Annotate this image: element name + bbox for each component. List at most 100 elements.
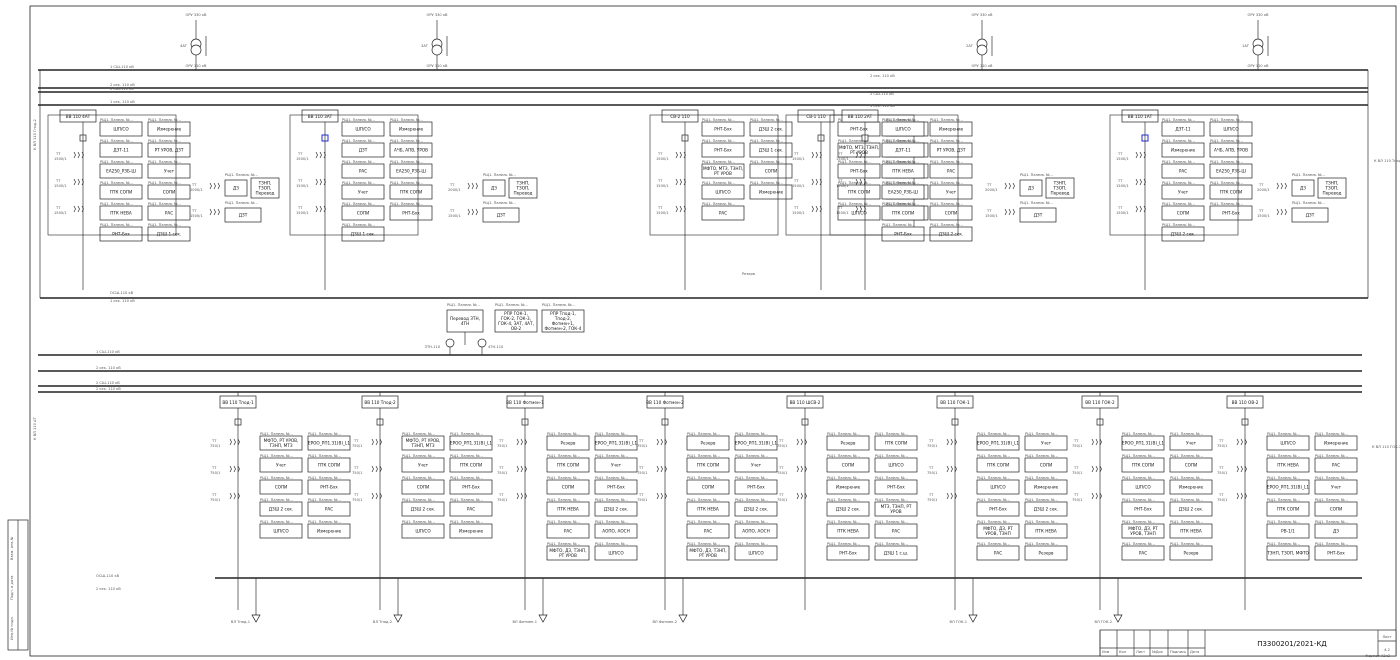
lower-device: [594, 435, 638, 451]
breaker-label: ВВ 110 Тпод-2: [364, 400, 396, 405]
title-column-label: Кол: [1119, 650, 1126, 654]
device-label: МФТО, ДЗ, РТ: [983, 526, 1013, 531]
ct-coil: [811, 178, 814, 186]
upper-device: [389, 121, 433, 137]
panel-note: РЩ1. Панель №...: [687, 520, 720, 524]
lower-device: [874, 501, 918, 517]
panel-note: РЩ1. Панель №...: [687, 454, 720, 458]
ct-coil: [819, 151, 822, 159]
bay-frame: [829, 114, 959, 236]
upper-device: [1209, 163, 1253, 179]
trafo-lv-label: ОРУ 110 кВ: [186, 64, 208, 68]
panel-note: РЩ1. Панель №...: [547, 432, 580, 436]
lower-device: [307, 457, 351, 473]
panel-note: РЩ1. Панель №...: [595, 498, 628, 502]
device-label: РНТ-Бхх: [989, 507, 1007, 512]
breaker-label: ВВ 110 Фотмен-2: [646, 400, 684, 405]
panel-note: РЩ1. Панель №...: [702, 139, 735, 143]
upper-device: [1161, 142, 1205, 158]
upper-device: [881, 184, 925, 200]
panel-note: РЩ1. Панель №...: [1122, 454, 1155, 458]
vt-symbol: [477, 338, 487, 348]
ct-label: ТТ: [837, 152, 843, 156]
ct-label: ТТ: [638, 439, 644, 443]
panel-note: РЩ1. Панель №...: [827, 432, 860, 436]
ct-label: ТТ: [928, 439, 934, 443]
panel-note: РЩ1. Панель №...: [875, 542, 908, 546]
ct-coil: [1008, 182, 1011, 190]
upper-bus-label: 2 сек. 110 кВ: [110, 83, 135, 87]
center-unit: [494, 309, 538, 333]
lower-device: [449, 523, 493, 539]
line-label: ВЛ Фотмен-1: [512, 620, 537, 624]
upper-device: [341, 163, 385, 179]
upper-device: [99, 226, 143, 242]
ct-coil: [379, 492, 382, 500]
device-label: ПТК СОПИ: [557, 463, 580, 468]
ct-coil: [811, 205, 814, 213]
ct-coil: [209, 208, 212, 216]
ct-coil: [1240, 465, 1243, 473]
ct-label: ТТ: [1218, 439, 1224, 443]
device-label: 4ТН: [461, 321, 469, 326]
side-device: [1291, 179, 1315, 197]
device-label: РАС: [1139, 551, 1147, 556]
device-label: Измерение: [317, 529, 342, 534]
device-label: ПТК СОПИ: [318, 463, 341, 468]
device-label: ТЗНП, МТЗ: [268, 443, 292, 448]
device-label: РАС: [1332, 463, 1340, 468]
ct-coil: [319, 178, 322, 186]
panel-note: РЩ1. Панель №...: [1025, 476, 1058, 480]
device-label: РАС: [947, 169, 955, 174]
ct-label: ТТ: [353, 493, 359, 497]
panel-note: РЩ1. Панель №...: [1162, 202, 1195, 206]
device-label: ДЗШ 2 сек.: [411, 507, 436, 512]
panel-note: РЩ1. Панель №...: [1020, 173, 1053, 177]
ct-coil: [1280, 182, 1283, 190]
panel-note: РЩ1. Панель №...: [260, 476, 293, 480]
upper-device: [837, 142, 881, 158]
device-label: ДЗШ 1 сек.: [157, 232, 182, 237]
trafo-name: 4АТ: [180, 44, 188, 48]
panel-note: РЩ1. Панель №...: [875, 476, 908, 480]
title-column-label: Подпись: [1170, 650, 1186, 654]
lower-device: [259, 523, 303, 539]
panel-note: РЩ1. Панель №...: [595, 476, 628, 480]
device-label: ЕРОО_РП1.31(В)_L1: [1122, 441, 1164, 446]
trafo-winding: [190, 44, 202, 56]
panel-note: РЩ1. Панель №...: [1210, 202, 1243, 206]
breaker-label: ВВ 110 ОВ-2: [1232, 400, 1259, 405]
panel-note: РЩ1. Панель №...: [225, 173, 258, 177]
upper-device: [881, 121, 925, 137]
ct-coil: [77, 205, 80, 213]
panel-note: РЩ1. Панель №...: [148, 202, 181, 206]
device-label: Учет: [946, 190, 957, 195]
ct-coil: [229, 438, 232, 446]
panel-note: РЩ1. Панель №...: [402, 432, 435, 436]
device-label: ШП/СО: [608, 551, 624, 556]
lower-device: [401, 501, 445, 517]
device-label: РНТ-Бхх: [607, 485, 625, 490]
lower-device: [1024, 457, 1068, 473]
device-label: ДЗШ 2 сек.: [759, 127, 784, 132]
device-label: ДЗТ: [497, 213, 506, 218]
lower-device: [976, 523, 1020, 539]
device-label: РНТ-Бхх: [1134, 507, 1152, 512]
lower-device: [546, 435, 590, 451]
upper-bay-breaker: [661, 109, 699, 123]
panel-note: РЩ1. Панель №...: [595, 432, 628, 436]
panel-note: РЩ1. Панель №...: [100, 139, 133, 143]
device-label: ПТК СОПИ: [885, 441, 908, 446]
ct-coil: [946, 465, 949, 473]
upper-device: [1209, 142, 1253, 158]
ct-ratio: 750/1: [1072, 444, 1082, 448]
ct-coil: [679, 151, 682, 159]
device-label: Измерение: [1034, 485, 1059, 490]
ct-coil: [1099, 438, 1102, 446]
